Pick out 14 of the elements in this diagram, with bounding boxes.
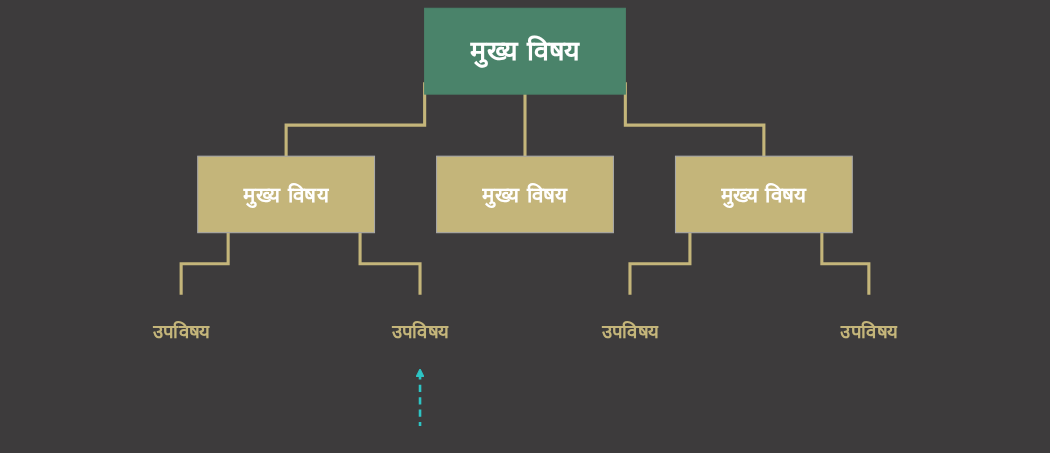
connector: [820, 232, 871, 297]
connector: [523, 94, 527, 158]
connector: [179, 232, 230, 297]
node-box: मुख्य विषय: [436, 155, 614, 234]
node-text: उपविषय: [152, 320, 210, 343]
arrow: [415, 368, 425, 428]
node-box: मुख्य विषय: [424, 7, 626, 95]
node-text: उपविषय: [840, 320, 898, 343]
connector: [358, 232, 422, 297]
node-text: उपविषय: [391, 320, 449, 343]
node-text: उपविषय: [601, 320, 659, 343]
node-box: मुख्य विषय: [197, 155, 376, 234]
connector: [628, 232, 692, 297]
node-box: मुख्य विषय: [674, 155, 853, 234]
